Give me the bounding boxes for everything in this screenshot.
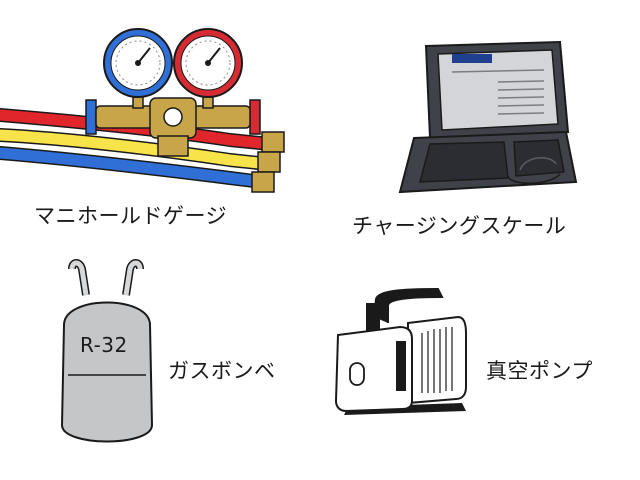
manifold-gauge-label: マニホールドゲージ: [34, 204, 228, 228]
manifold-gauge-illustration: [0, 28, 285, 193]
vacuum-pump-illustration: [334, 287, 467, 415]
low-pressure-gauge-icon: [103, 28, 173, 98]
gas-cylinder-refrigerant: R-32: [80, 333, 128, 357]
charging-scale-illustration: [398, 40, 578, 194]
high-pressure-gauge-icon: [173, 28, 243, 98]
gas-cylinder-illustration: [60, 259, 154, 443]
gas-cylinder-item: [50, 255, 170, 455]
manifold-gauge-item: [0, 20, 300, 210]
charging-scale-label: チャージングスケール: [352, 214, 567, 238]
vacuum-pump-label: 真空ポンプ: [486, 359, 593, 383]
vacuum-pump-item: [330, 283, 480, 423]
gas-cylinder-label: ガスボンベ: [168, 359, 276, 383]
charging-scale-item: [390, 36, 580, 201]
